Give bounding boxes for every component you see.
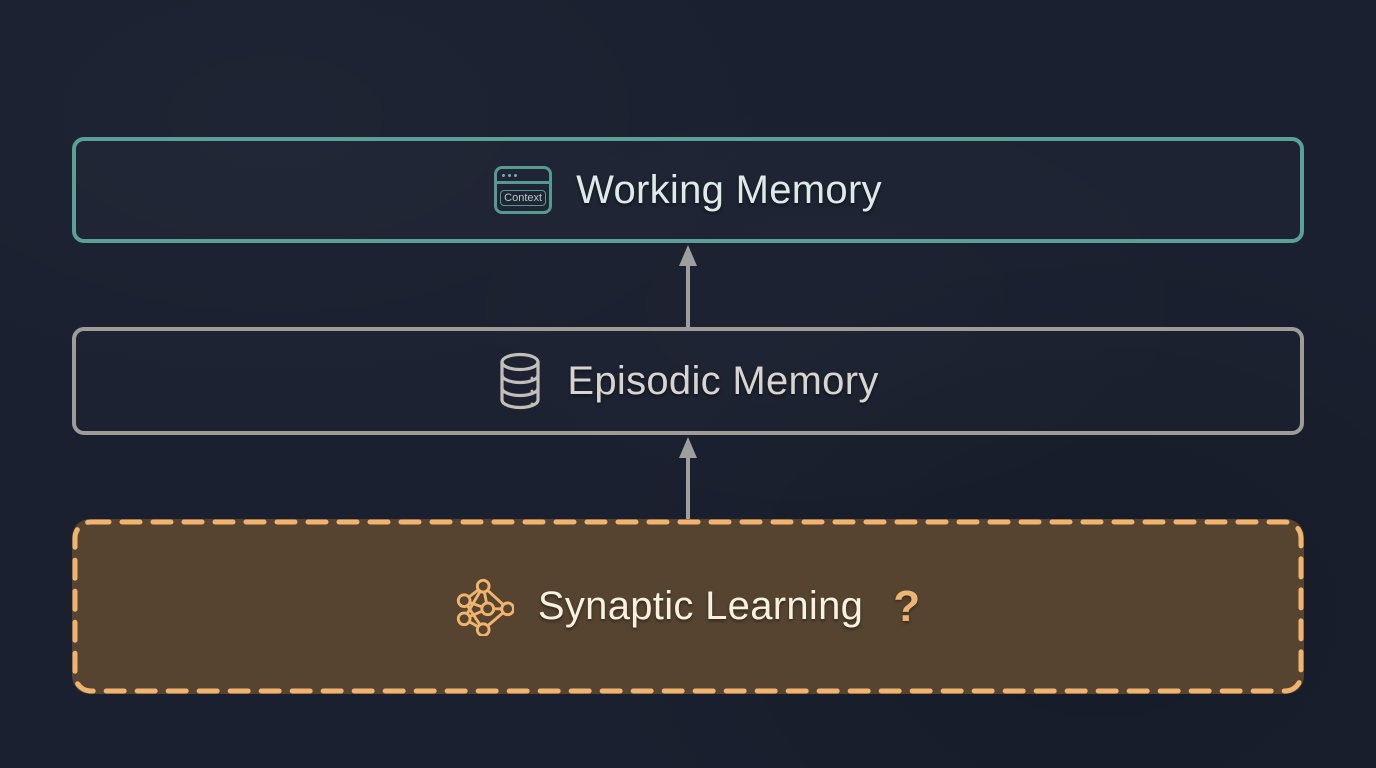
database-icon	[500, 352, 540, 410]
node-label-episodic-memory: Episodic Memory	[567, 358, 879, 403]
arrow-synaptic-to-episodic	[679, 437, 697, 519]
window-dot-icon	[508, 173, 512, 177]
window-dot-icon	[514, 173, 518, 177]
node-episodic-memory: Episodic Memory	[72, 327, 1304, 435]
context-window-titlebar	[497, 169, 550, 184]
context-icon-label: Context	[500, 189, 547, 206]
neural-network-icon	[456, 578, 514, 636]
node-working-memory: Context Working Memory	[72, 137, 1304, 243]
arrow-episodic-to-working	[679, 245, 697, 327]
window-dot-icon	[502, 173, 506, 177]
question-mark: ?	[893, 581, 921, 631]
node-synaptic-learning: Synaptic Learning ?	[72, 519, 1304, 694]
node-label-working-memory: Working Memory	[576, 167, 882, 212]
node-label-synaptic-learning: Synaptic Learning	[537, 584, 864, 628]
context-window-icon: Context	[494, 166, 553, 214]
